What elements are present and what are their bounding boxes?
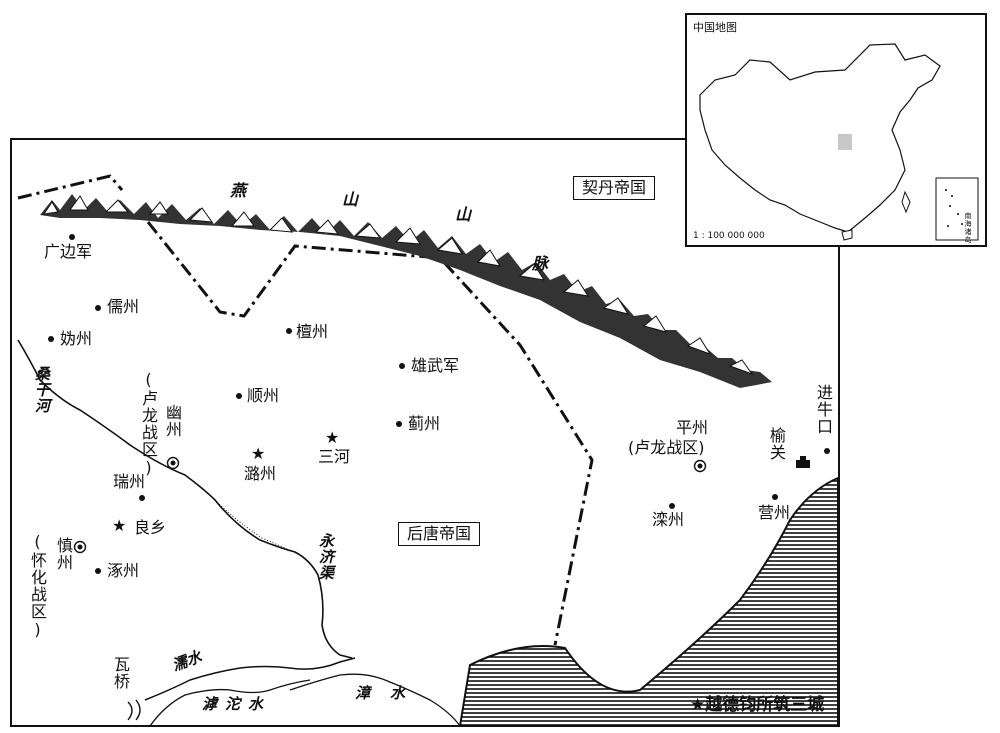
later-tang-empire-label: 后唐帝国 xyxy=(398,522,481,546)
city-luanzhou: 滦州 xyxy=(652,510,685,529)
warzone-markers xyxy=(73,456,707,554)
legend-text: 越德钧所筑三城 xyxy=(705,695,825,715)
mountain-char-1: 燕 xyxy=(230,181,247,200)
star-luzhou: ★ xyxy=(251,444,266,463)
tanzhou-dot xyxy=(286,328,292,334)
city-pingzhou: 平州 xyxy=(676,418,709,437)
south-sea-label: 南海诸岛 xyxy=(964,212,972,244)
mountain-char-2: 山 xyxy=(342,190,359,209)
sea-area xyxy=(458,476,839,727)
yingzhou-dot xyxy=(772,494,778,500)
city-jizhou: 蓟州 xyxy=(408,414,441,433)
shunzhou-dot xyxy=(236,393,242,399)
yan-mountains xyxy=(40,194,772,388)
zhuozhou-dot xyxy=(95,568,101,574)
city-tanzhou: 檀州 xyxy=(296,322,329,341)
yongji-canal xyxy=(214,499,301,556)
xiongwujun-dot xyxy=(399,363,405,369)
river-zhang: 漳水 xyxy=(355,684,426,702)
city-waqiao: 瓦桥 xyxy=(111,656,130,690)
city-yingzhou: 营州 xyxy=(758,503,791,522)
city-sanhe: 三河 xyxy=(318,447,351,466)
zhang-river xyxy=(289,673,461,727)
jinniukou-dot xyxy=(824,448,830,454)
ruzhou-dot xyxy=(95,305,101,311)
south-sea-inset xyxy=(935,177,979,241)
khitan-empire-label: 契丹帝国 xyxy=(573,176,656,200)
city-youzhou: 幽州 xyxy=(163,404,182,438)
yuguan-fortress-icon xyxy=(796,456,810,468)
inset-title: 中国地图 xyxy=(693,21,737,34)
city-ruzhou: 儒州 xyxy=(107,297,140,316)
ru-river xyxy=(144,657,356,701)
river-yongji: 永济渠 xyxy=(317,533,335,581)
star-liangxiang: ★ xyxy=(112,516,127,535)
river-hutuo: 滹沱水 xyxy=(202,695,272,713)
waqiao-bridge xyxy=(127,699,141,721)
huaihua-war-zone: (怀化战区) xyxy=(28,532,47,640)
river-sanggan: 桑干河 xyxy=(33,366,51,414)
mountain-char-4: 脉 xyxy=(532,254,549,273)
city-zhuozhou: 涿州 xyxy=(107,561,140,580)
city-guangbianjun: 广边军 xyxy=(44,242,93,261)
city-luzhou: 潞州 xyxy=(244,464,277,483)
legend: ★越德钧所筑三城 xyxy=(690,697,824,714)
hainan-outline xyxy=(841,229,853,241)
inset-scale: 1 : 100 000 000 xyxy=(693,231,765,241)
inset-highlight xyxy=(838,134,852,150)
city-markers xyxy=(48,234,830,574)
mountain-char-3: 山 xyxy=(455,205,472,224)
guizhou-dot xyxy=(48,336,54,342)
city-shunzhou: 顺州 xyxy=(247,386,280,405)
taiwan-outline xyxy=(901,190,911,214)
city-guizhou: 妫州 xyxy=(60,329,93,348)
ruizhou-dot xyxy=(139,495,145,501)
jizhou-dot xyxy=(396,421,402,427)
legend-star-icon: ★ xyxy=(690,695,706,715)
city-yuguan: 榆关 xyxy=(767,427,786,461)
star-sanhe: ★ xyxy=(325,428,340,447)
hutuo-river xyxy=(149,679,311,727)
city-liangxiang: 良乡 xyxy=(134,518,167,537)
guangbianjun-dot xyxy=(69,234,75,240)
boundary-north xyxy=(17,174,124,200)
south-sea-islands xyxy=(945,189,963,227)
boundary-khitan-tang xyxy=(146,221,594,646)
city-xiongwujun: 雄武军 xyxy=(411,356,460,375)
city-ruizhou: 瑞州 xyxy=(113,472,146,491)
city-shenzhou: 慎州 xyxy=(54,537,73,571)
city-jinniukou: 进牛口 xyxy=(814,384,833,435)
lulong-war-zone-west: (卢龙战区) xyxy=(139,370,158,478)
china-outline xyxy=(699,43,941,233)
luanzhou-dot xyxy=(669,503,675,509)
lulong-war-zone-east: (卢龙战区) xyxy=(628,438,705,457)
